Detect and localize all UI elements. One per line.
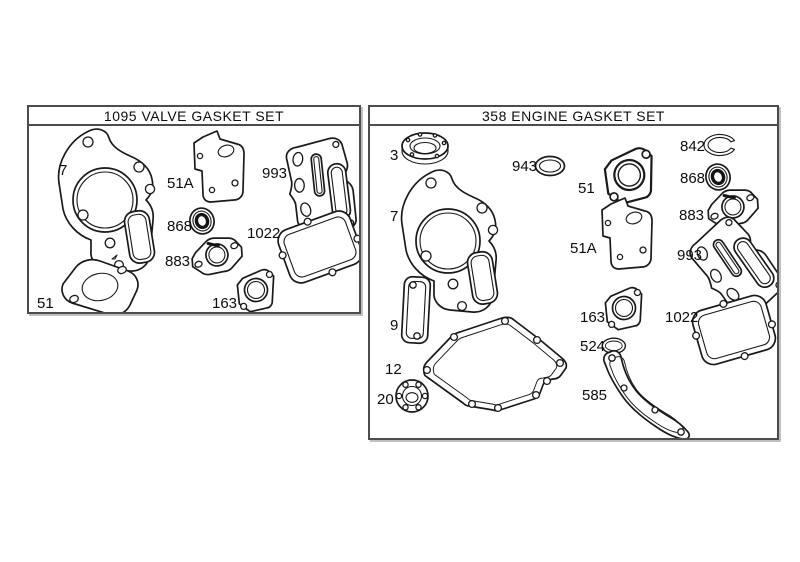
engine-set-part-label-868: 868 (680, 170, 706, 187)
engine-gasket-set-title-bar: 358 ENGINE GASKET SET (370, 107, 777, 126)
engine-set-part-label-51a: 51A (570, 240, 597, 257)
engine-set-part-label-1022: 1022 (665, 309, 699, 326)
engine-set-part-label-163: 163 (580, 309, 606, 326)
valve-set-part-label-163: 163 (212, 295, 238, 312)
sump-gasket-illustration-12 (424, 317, 567, 411)
oring-illustration-943 (534, 155, 566, 177)
engine-gasket-set-panel: 358 ENGINE GASKET SET 3 943 51 842 868 8… (368, 105, 779, 440)
engine-set-part-label-20: 20 (377, 391, 394, 408)
engine-gasket-set-title: 358 ENGINE GASKET SET (482, 107, 665, 124)
engine-set-part-label-3: 3 (390, 147, 399, 164)
valve-gasket-set-title-bar: 1095 VALVE GASKET SET (29, 107, 359, 126)
bracket-gasket-illustration-51a (601, 197, 653, 270)
engine-set-part-label-585: 585 (582, 387, 608, 404)
oil-seal-illustration-3 (401, 131, 449, 165)
engine-set-part-label-7: 7 (390, 208, 399, 225)
valve-gasket-set-title: 1095 VALVE GASKET SET (103, 107, 285, 124)
seal-illustration-868 (700, 159, 736, 195)
throttle-gasket-illustration-163 (235, 267, 278, 312)
bracket-gasket-illustration-51a (193, 130, 245, 203)
valve-cover-gasket-illustration-1022 (684, 287, 777, 373)
engine-set-part-label-993: 993 (677, 247, 703, 264)
engine-set-part-label-51: 51 (578, 180, 595, 197)
valve-set-part-label-7: 7 (59, 162, 68, 179)
engine-set-part-label-12: 12 (385, 361, 402, 378)
engine-set-part-label-9: 9 (390, 317, 399, 334)
split-ring-illustration-842 (703, 133, 736, 157)
engine-set-part-label-524: 524 (580, 338, 606, 355)
valve-set-part-label-1022: 1022 (247, 225, 281, 242)
valve-set-part-label-51: 51 (37, 295, 54, 312)
exhaust-band-gasket-illustration-585 (604, 351, 689, 438)
head-gasket-illustration-7 (57, 128, 157, 272)
plate-gasket-illustration-9 (400, 275, 432, 345)
carb-gasket-illustration-51 (601, 145, 659, 207)
valve-gasket-set-illustration (57, 128, 359, 312)
valve-set-part-label-51a: 51A (167, 175, 194, 192)
engine-set-part-label-943: 943 (512, 158, 538, 175)
bearing-seal-illustration-20 (395, 379, 429, 413)
carb-gasket-illustration-883 (189, 234, 245, 278)
valve-set-part-label-868: 868 (167, 218, 193, 235)
throttle-gasket-illustration-163 (603, 285, 646, 332)
valve-set-part-label-883: 883 (165, 253, 191, 270)
engine-set-part-label-842: 842 (680, 138, 706, 155)
valve-set-part-label-993: 993 (262, 165, 288, 182)
valve-gasket-set-panel: 1095 VALVE GASKET SET 7 51A 993 868 883 … (27, 105, 361, 314)
engine-set-part-label-883: 883 (679, 207, 705, 224)
engine-gasket-set-illustration (395, 131, 777, 438)
